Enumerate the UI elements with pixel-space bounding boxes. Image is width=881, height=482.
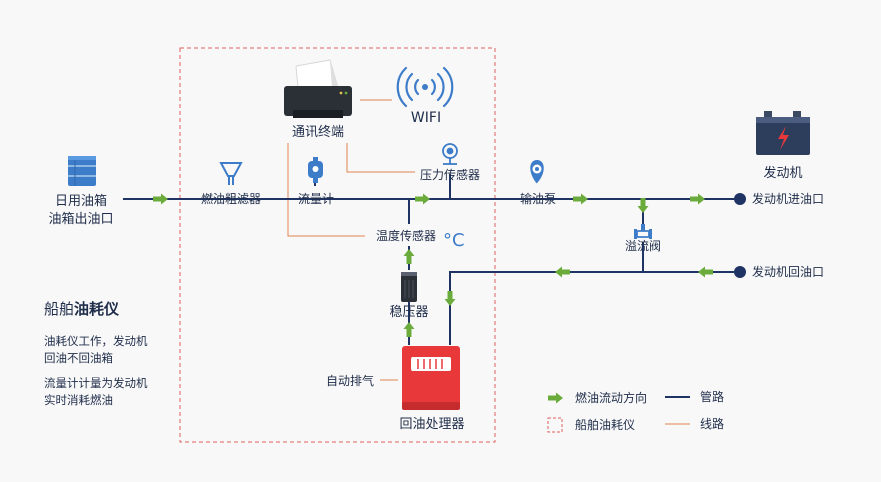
flow-arrow — [444, 291, 456, 306]
legend-meter-swatch — [547, 417, 563, 433]
panel-p2-line2: 实时消耗燃油 — [44, 393, 113, 407]
stabilizer-label: 稳压器 — [389, 304, 428, 320]
pressure-sensor-icon — [442, 143, 458, 165]
filter-icon — [219, 162, 243, 185]
engine-return-label: 发动机回油口 — [752, 264, 824, 279]
flow-arrow — [403, 249, 415, 264]
panel-p1-line1: 油耗仪工作，发动机 — [44, 334, 148, 348]
printer-icon — [284, 59, 352, 118]
panel-p1-line2: 回油不回油箱 — [44, 351, 113, 365]
wiring-lines — [287, 99, 415, 381]
celsius-icon: °C — [443, 230, 465, 251]
wifi-label: WIFI — [411, 110, 441, 126]
legend-arrow-icon — [548, 392, 563, 404]
legend: 燃油流动方向 管路 船舶油耗仪 线路 — [547, 389, 724, 433]
flow-arrows — [153, 193, 713, 337]
panel-paragraph-1: 油耗仪工作，发动机 回油不回油箱 — [44, 333, 184, 367]
panel-p2-line1: 流量计计量为发动机 — [44, 376, 148, 390]
overflow-valve-label: 溢流阀 — [625, 239, 661, 253]
tank-outlet-label: 油箱出油口 — [48, 211, 113, 227]
filter-label: 燃油粗滤器 — [201, 191, 261, 206]
return-processor-label: 回油处理器 — [399, 417, 464, 432]
description-panel: 船舶油耗仪 油耗仪工作，发动机 回油不回油箱 流量计计量为发动机 实时消耗燃油 — [44, 298, 184, 417]
return-processor-icon — [402, 346, 460, 410]
engine-inlet-port — [734, 193, 746, 205]
legend-pipe-label: 管路 — [700, 389, 724, 404]
flow-arrow — [698, 266, 713, 278]
auto-exhaust-label: 自动排气 — [326, 373, 374, 388]
pump-label: 输油泵 — [520, 191, 556, 206]
stabilizer-icon — [401, 272, 417, 302]
comm-terminal-label: 通讯终端 — [292, 124, 344, 140]
panel-paragraph-2: 流量计计量为发动机 实时消耗燃油 — [44, 375, 184, 409]
pressure-sensor-label: 压力传感器 — [420, 167, 480, 182]
panel-title-prefix: 船舶 — [44, 300, 75, 318]
engine-return-port — [734, 266, 746, 278]
overflow-valve-icon — [634, 224, 652, 239]
panel-title: 船舶油耗仪 — [44, 298, 184, 319]
temperature-sensor-label: 温度传感器 — [376, 228, 436, 243]
flow-arrow — [555, 266, 570, 278]
fuel-tank-icon — [68, 156, 96, 186]
flow-arrow — [637, 198, 649, 213]
flowmeter-label: 流量计 — [298, 192, 334, 206]
fuel-meter-boundary — [179, 47, 496, 443]
pump-icon — [530, 160, 544, 184]
tank-label: 日用油箱 — [55, 193, 107, 209]
engine-battery-icon — [756, 111, 810, 155]
flow-arrow — [153, 193, 168, 205]
engine-label: 发动机 — [763, 165, 802, 181]
legend-meter-label: 船舶油耗仪 — [575, 417, 635, 432]
legend-flow-label: 燃油流动方向 — [575, 390, 647, 405]
flow-arrow — [573, 193, 588, 205]
flow-arrow — [690, 193, 705, 205]
wifi-icon — [396, 66, 454, 108]
flow-arrow — [415, 193, 430, 205]
panel-title-bold: 油耗仪 — [74, 300, 120, 318]
legend-wire-label: 线路 — [700, 416, 724, 431]
engine-inlet-label: 发动机进油口 — [752, 191, 824, 206]
flowmeter-icon — [308, 157, 323, 183]
flow-arrow — [403, 322, 415, 337]
